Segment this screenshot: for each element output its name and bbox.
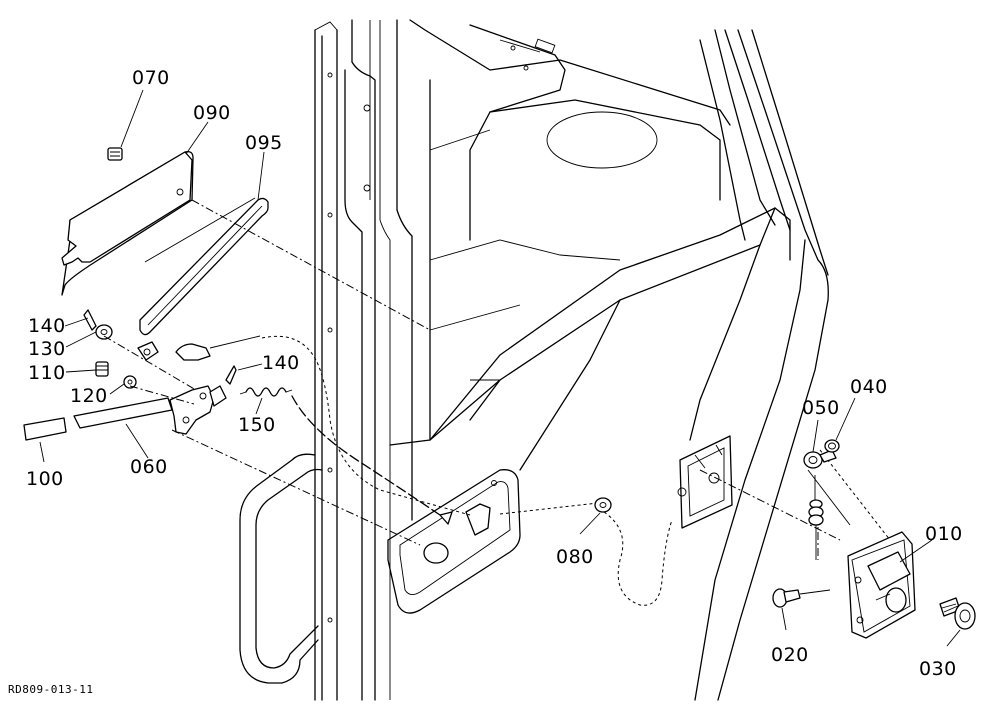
callout-020: 020	[771, 644, 809, 666]
callout-090: 090	[193, 102, 231, 124]
cable-assembly	[803, 439, 840, 560]
callout-120: 120	[70, 385, 108, 407]
grip-100	[23, 417, 67, 441]
callout-095: 095	[245, 132, 283, 154]
grab-handle	[239, 453, 323, 684]
grommet-050	[803, 451, 823, 469]
callout-100: 100	[26, 468, 64, 490]
cab-interior-panel	[389, 19, 829, 446]
washer-130	[95, 324, 113, 340]
ring-040	[824, 439, 840, 453]
callout-030: 030	[919, 658, 957, 680]
callout-080: 080	[556, 546, 594, 568]
callout-140-left: 140	[28, 315, 66, 337]
callout-110: 110	[28, 362, 66, 384]
callout-050: 050	[802, 397, 840, 419]
callout-070: 070	[132, 67, 170, 89]
callout-040: 040	[850, 376, 888, 398]
drawing-reference-code: RD809-013-11	[8, 683, 94, 696]
bolt-030	[939, 597, 976, 630]
callout-150: 150	[238, 414, 276, 436]
door-frame	[314, 19, 413, 701]
spring-clip-140-left	[83, 309, 97, 331]
callout-140-right: 140	[262, 352, 300, 374]
handle-recess-plate	[387, 469, 521, 614]
assembly-leader-lines	[103, 199, 891, 606]
callout-060: 060	[130, 456, 168, 478]
spring-clip-140-right	[225, 365, 237, 385]
linkage-parts	[23, 309, 293, 441]
screw-070	[107, 147, 123, 161]
gasket-095	[139, 197, 269, 336]
callout-010: 010	[925, 523, 963, 545]
callout-130: 130	[28, 338, 66, 360]
striker-bracket	[677, 435, 733, 529]
callout-leaders	[39, 89, 961, 647]
door-lock-010	[847, 531, 916, 639]
cover-plate-090	[61, 150, 194, 296]
spring-150	[245, 387, 287, 397]
nut-110	[95, 361, 109, 377]
pin-020	[772, 588, 831, 608]
door-outer-panel	[469, 239, 829, 701]
cam-plate	[169, 385, 215, 435]
bushing-080	[594, 497, 612, 513]
washer-120	[123, 375, 137, 389]
